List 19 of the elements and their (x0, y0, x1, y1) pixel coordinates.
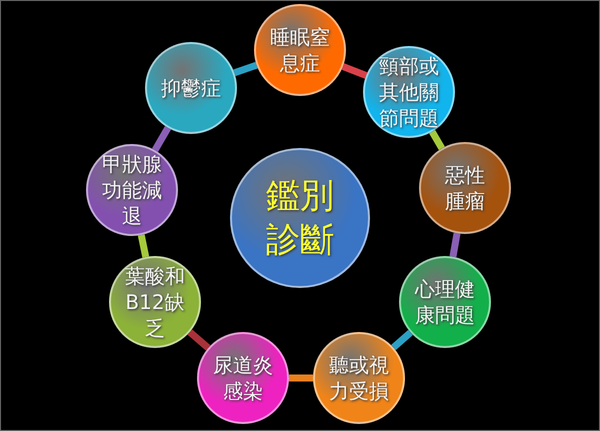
connector-bar (138, 234, 150, 258)
connector-bar (429, 130, 445, 150)
node-text: 惡性腫瘤 (444, 162, 486, 214)
connector-bar (450, 232, 460, 258)
connector-bar (289, 374, 313, 382)
node-text: 抑鬱症 (160, 75, 222, 101)
node-text: 葉酸和B12缺乏 (124, 263, 186, 341)
node-text: 睡眠窒息症 (269, 24, 331, 76)
connector-bar (342, 63, 368, 79)
node-text: 鑑別診斷 (265, 175, 335, 262)
node-text: 心理健康問題 (414, 276, 476, 328)
connector-bar (152, 126, 171, 152)
node-text: 尿道炎感染 (212, 352, 274, 404)
connector-bar (391, 330, 413, 350)
node-text: 頸部或其他關節問題 (378, 53, 440, 131)
node-text: 聽或視力受損 (328, 352, 390, 404)
connector-bar (188, 329, 210, 351)
node-text: 甲狀腺功能減退 (101, 151, 163, 229)
connector-bar (233, 62, 258, 76)
